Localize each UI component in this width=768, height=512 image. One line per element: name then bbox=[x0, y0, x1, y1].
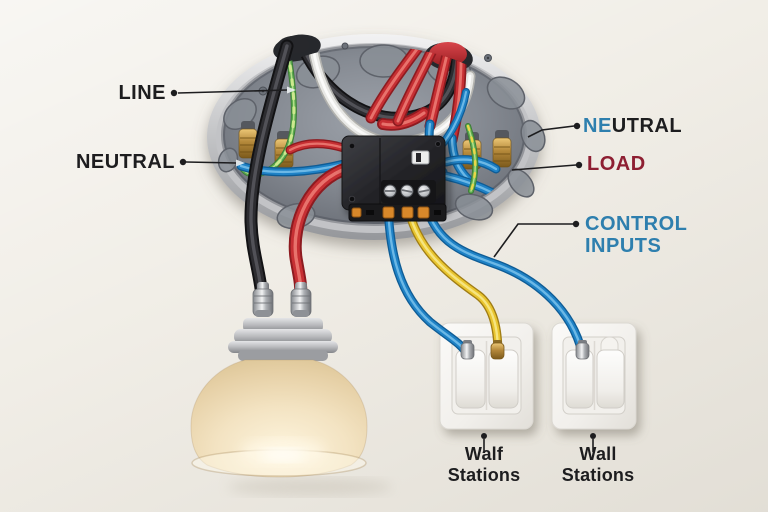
neutral-right-label-suffix: UTRAL bbox=[611, 115, 683, 137]
neutral-right-label-prefix: NE bbox=[583, 115, 612, 137]
fixture-cap bbox=[228, 318, 338, 361]
wall-station-2 bbox=[551, 322, 637, 430]
neutral-left-label: NEUTRAL bbox=[75, 151, 175, 173]
rocker-button bbox=[596, 349, 625, 409]
station-wire-ferrules bbox=[460, 340, 590, 360]
wall-station-1-label-line2: Stations bbox=[447, 465, 521, 485]
wall-station-1-label: Walf Stations bbox=[414, 444, 554, 486]
load-label: LOAD bbox=[587, 153, 646, 175]
leader-control-inputs bbox=[493, 220, 580, 258]
pendant-light bbox=[190, 282, 368, 478]
wall-shadows bbox=[228, 478, 392, 496]
wall-station-2-label: Wall Stations bbox=[528, 444, 668, 486]
cord-ferrule bbox=[290, 282, 312, 317]
leader-line bbox=[170, 86, 296, 97]
terminal-screws bbox=[383, 184, 431, 198]
control-inputs-label: CONTROL INPUTS bbox=[585, 213, 687, 257]
control-inputs-label-line2: INPUTS bbox=[585, 235, 662, 257]
brass-fitting bbox=[238, 121, 258, 159]
leader-station-2 bbox=[590, 433, 596, 452]
lamp-shade bbox=[190, 359, 368, 478]
bulb-hotspot bbox=[261, 448, 305, 462]
cord-ferrule bbox=[252, 282, 274, 317]
leader-load bbox=[511, 161, 583, 171]
leader-neutral-left bbox=[179, 158, 245, 167]
neutral-right-label: NEUTRAL bbox=[583, 115, 682, 137]
leader-neutral-right bbox=[527, 122, 581, 138]
brass-fitting bbox=[492, 130, 512, 168]
wall-station-2-label-line2: Stations bbox=[561, 465, 635, 485]
wall-station-1-label-line1: Walf bbox=[464, 444, 504, 464]
callout-leaders bbox=[170, 86, 596, 452]
wall-station-2-label-line1: Wall bbox=[579, 444, 617, 464]
control-inputs-label-line1: CONTROL bbox=[585, 213, 688, 235]
leader-station-1 bbox=[481, 433, 487, 452]
control-module bbox=[341, 135, 447, 222]
line-label: LINE bbox=[118, 82, 166, 104]
terminal-clamps bbox=[351, 206, 430, 219]
